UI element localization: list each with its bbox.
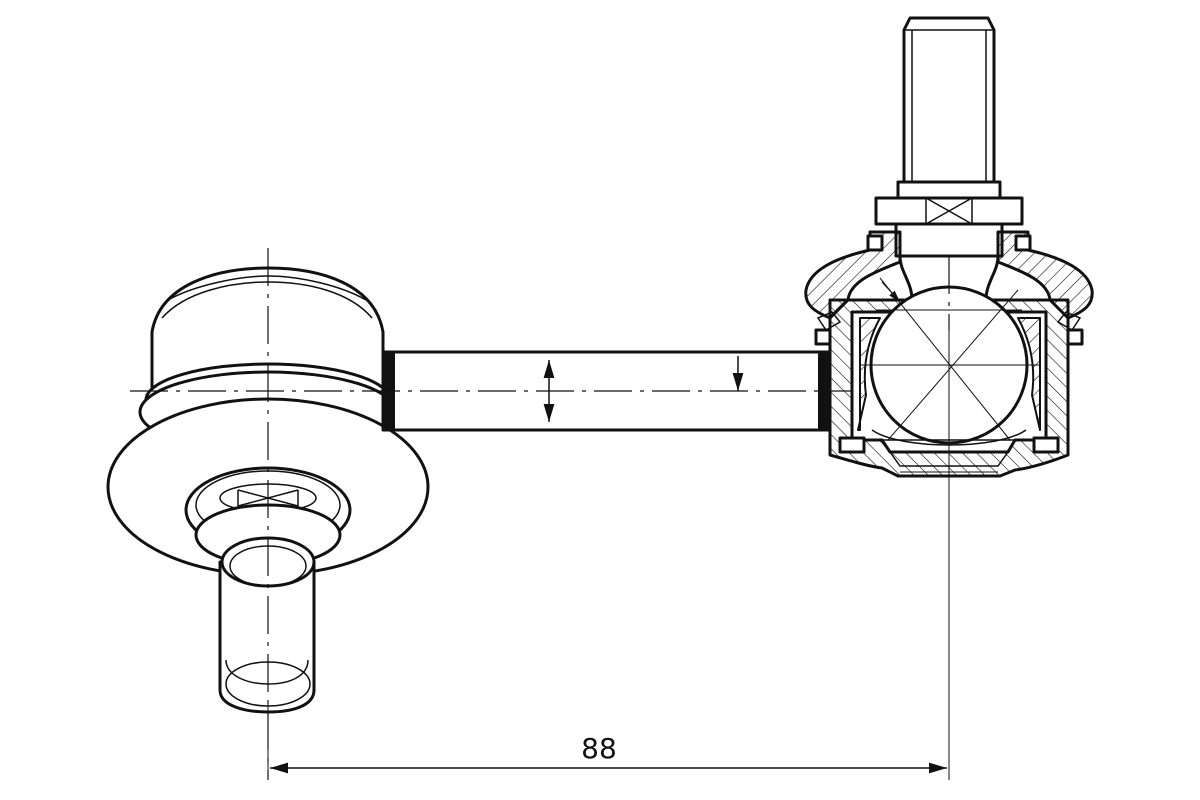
right-dust-boot-r xyxy=(996,230,1094,320)
rod-right-crimp xyxy=(818,352,830,430)
center-distance-dimension: 88 xyxy=(270,732,947,774)
right-dust-boot xyxy=(804,230,902,320)
right-bearing-seat xyxy=(857,317,881,431)
right-nut-hex-mark xyxy=(925,197,973,225)
right-stud xyxy=(902,16,996,184)
right-bearing-seat-r xyxy=(1017,317,1041,431)
dimension-label: 88 xyxy=(581,732,617,765)
connecting-rod xyxy=(130,350,860,432)
